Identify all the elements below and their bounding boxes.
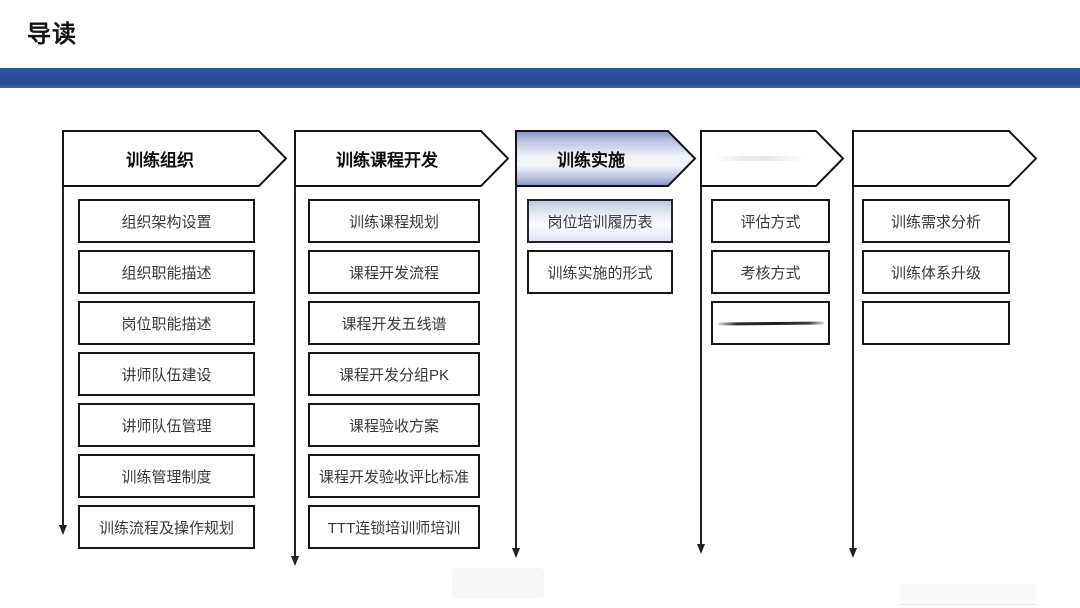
watermark-smudge: [452, 568, 544, 598]
flow-box: 训练需求分析: [862, 199, 1010, 243]
flow-box: 训练课程规划: [308, 199, 480, 243]
flow-box-label: 岗位培训履历表: [547, 213, 653, 231]
flow-box-label: 讲师队伍管理: [121, 417, 212, 435]
flow-box: 讲师队伍建设: [78, 352, 255, 396]
flow-box: 岗位职能描述: [78, 301, 255, 345]
arrow-down-icon: [59, 525, 67, 535]
chevron-header: [62, 130, 288, 187]
erased-text-smudge: [714, 156, 805, 161]
flow-box-label: 评估方式: [740, 213, 801, 231]
flow-box: 考核方式: [711, 250, 830, 294]
flow-box-label: 课程验收方案: [348, 417, 439, 435]
column-header-label: [852, 130, 1008, 187]
flow-box-erased: [862, 301, 1010, 345]
flow-box-label: TTT连锁培训师培训: [327, 519, 461, 537]
flow-box-label: 训练流程及操作规划: [98, 519, 234, 537]
flow-box-label: 课程开发流程: [348, 264, 439, 282]
flow-box: 课程验收方案: [308, 403, 480, 447]
arrow-down-icon: [512, 548, 520, 558]
flow-box: 训练体系升级: [862, 250, 1010, 294]
flow-box-label: 讲师队伍建设: [121, 366, 212, 384]
flow-box: 训练实施的形式: [527, 250, 673, 294]
scribble-line: [717, 321, 824, 326]
page-title: 导读: [27, 21, 77, 48]
flow-box-label: 课程开发五线谱: [341, 315, 447, 333]
flow-box-label: 考核方式: [740, 264, 801, 282]
flow-line: [62, 187, 64, 525]
flow-box: 评估方式: [711, 199, 830, 243]
flow-box-label: 训练实施的形式: [547, 264, 653, 282]
flow-box: 课程开发流程: [308, 250, 480, 294]
divider-bar: [0, 68, 1080, 88]
chevron-header: [515, 130, 697, 187]
flow-box: 训练管理制度: [78, 454, 255, 498]
flow-box-label: 课程开发分组PK: [338, 366, 449, 384]
flow-box: 训练流程及操作规划: [78, 505, 255, 549]
flow-box: TTT连锁培训师培训: [308, 505, 480, 549]
column-header-label: 训练课程开发: [336, 151, 438, 170]
flow-box: 课程开发分组PK: [308, 352, 480, 396]
flow-box: 讲师队伍管理: [78, 403, 255, 447]
flow-line: [294, 187, 296, 556]
flow-box-label: 课程开发验收评比标准: [318, 468, 469, 486]
flow-box-label: 组织架构设置: [121, 213, 212, 231]
flow-box: 组织架构设置: [78, 199, 255, 243]
flow-line: [852, 187, 854, 548]
column-header-label: [700, 130, 815, 187]
arrow-down-icon: [849, 548, 857, 558]
flow-box-label: 训练课程规划: [348, 213, 439, 231]
column-header-label: 训练组织: [126, 151, 194, 170]
flow-box-highlighted: 岗位培训履历表: [527, 199, 673, 243]
flow-box: 课程开发五线谱: [308, 301, 480, 345]
flow-box-label: 组织职能描述: [121, 264, 212, 282]
flow-box-erased: [711, 301, 830, 345]
arrow-down-icon: [291, 556, 299, 566]
watermark-smudge: [900, 584, 1036, 605]
column-header-label: 训练实施: [557, 151, 625, 170]
flow-box-label: 训练管理制度: [121, 468, 212, 486]
flow-line: [515, 187, 517, 548]
flow-box-label: 训练体系升级: [890, 264, 981, 282]
flow-box-label: 岗位职能描述: [121, 315, 212, 333]
arrow-down-icon: [697, 544, 705, 554]
flow-line: [700, 187, 702, 544]
chevron-header: [852, 130, 1038, 187]
flow-box-label: 训练需求分析: [890, 213, 981, 231]
chevron-header: [294, 130, 510, 187]
flow-box: 组织职能描述: [78, 250, 255, 294]
flow-box: 课程开发验收评比标准: [308, 454, 480, 498]
